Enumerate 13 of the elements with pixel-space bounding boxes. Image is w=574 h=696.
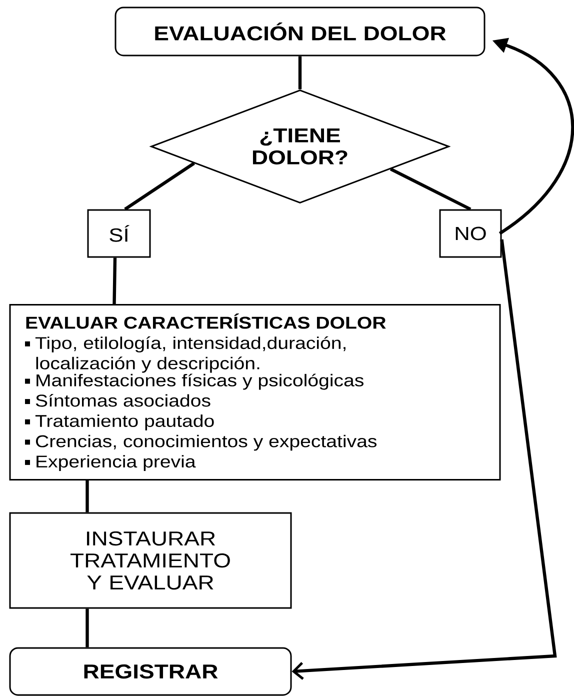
connector [292, 239, 557, 680]
answer-box: NO [439, 209, 502, 258]
end-box: REGISTRAR [9, 647, 292, 696]
connector [298, 56, 302, 90]
answer-box: SÍ [87, 209, 151, 258]
connector [390, 168, 472, 211]
connector [86, 608, 89, 648]
connector [124, 162, 195, 211]
process-box: INSTAURAR TRATAMIENTO Y EVALUAR [9, 512, 292, 609]
connector [112, 258, 117, 304]
start-box: EVALUACIÓN DEL DOLOR [114, 6, 486, 56]
process-box: EVALUAR CARACTERÍSTICAS DOLOR Tipo, etilología, intensidad,duración, localización y descripción. Manifestaciones físicas y psicológicas Síntomas asociados Tratamiento pautado Crencias, conocimientos y expectativas Experiencia previa [9, 304, 501, 480]
connector [86, 480, 89, 512]
